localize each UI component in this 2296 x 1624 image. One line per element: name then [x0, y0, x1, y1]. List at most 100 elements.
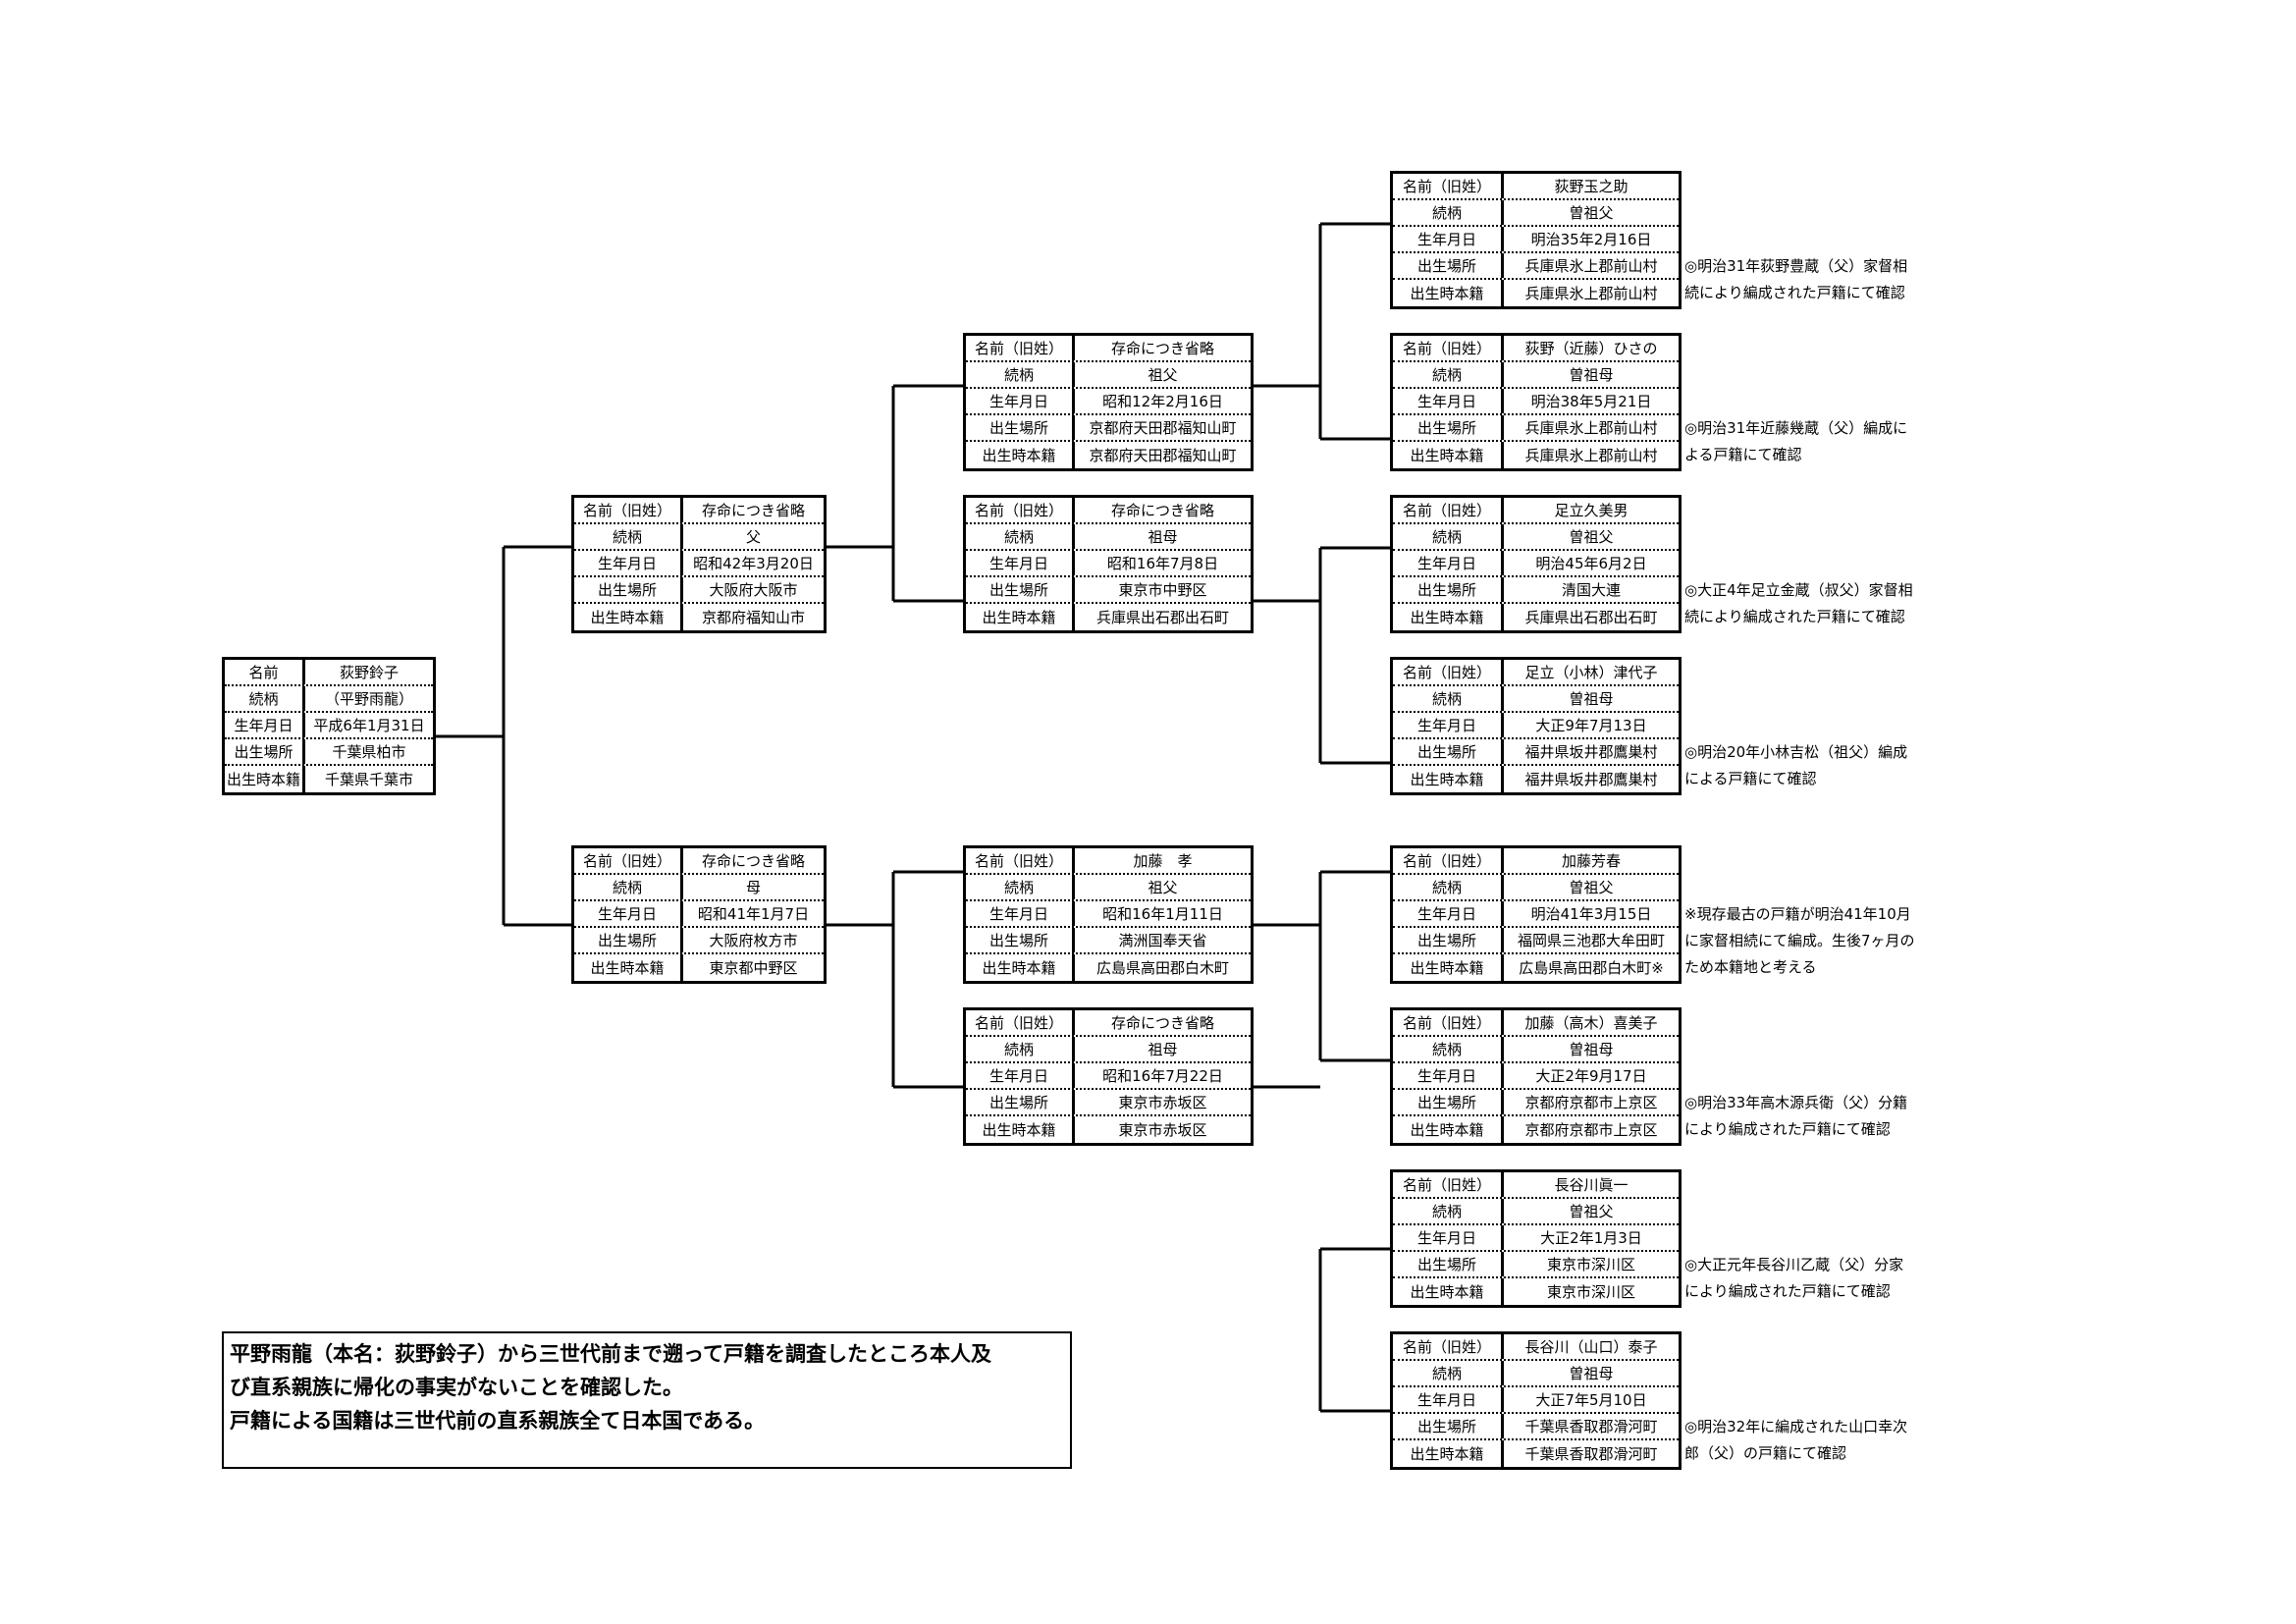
field-value: 明治35年2月16日 — [1530, 231, 1652, 248]
card-row: 出生場所福井県坂井郡鷹巣村 — [1393, 739, 1679, 766]
card-row: 出生場所兵庫県氷上郡前山村 — [1393, 253, 1679, 280]
field-value: 長谷川眞一 — [1554, 1176, 1629, 1194]
field-label: 出生場所 — [1393, 739, 1504, 764]
field-label: 生年月日 — [1393, 1063, 1504, 1088]
field-value: 存命につき省略 — [1110, 340, 1214, 357]
card-row: 生年月日大正7年5月10日 — [1393, 1387, 1679, 1414]
field-label: 出生場所 — [966, 577, 1075, 602]
field-label: 出生時本籍 — [1393, 954, 1504, 981]
field-value: 存命につき省略 — [1110, 1014, 1214, 1032]
field-label: 続柄 — [1393, 686, 1504, 711]
field-label: 続柄 — [574, 524, 683, 549]
card-row: 出生場所兵庫県氷上郡前山村 — [1393, 415, 1679, 442]
note-line: ※現存最古の戸籍が明治41年10月 — [1684, 905, 1911, 923]
field-label: 続柄 — [225, 686, 305, 711]
card-row: 出生時本籍東京都中野区 — [574, 954, 824, 981]
note-line: による戸籍にて確認 — [1684, 770, 1817, 787]
card-row: 続柄曽祖母 — [1393, 686, 1679, 713]
field-value: 大正2年1月3日 — [1540, 1229, 1642, 1247]
person-card-maternal-grandfather: 名前（旧姓）加藤 孝続柄祖父生年月日昭和16年1月11日出生場所満洲国奉天省出生… — [963, 845, 1254, 984]
card-row: 名前（旧姓）存命につき省略 — [966, 1010, 1251, 1037]
field-value: 兵庫県出石郡出石町 — [1524, 609, 1658, 626]
field-label: 出生時本籍 — [966, 604, 1075, 630]
card-row: 名前（旧姓）加藤 孝 — [966, 848, 1251, 875]
field-value: 兵庫県氷上郡前山村 — [1524, 447, 1658, 464]
field-label: 続柄 — [966, 875, 1075, 899]
field-value: 加藤 孝 — [1133, 852, 1193, 870]
card-row: 生年月日明治41年3月15日 — [1393, 901, 1679, 928]
card-row: 出生場所福岡県三池郡大牟田町 — [1393, 928, 1679, 954]
card-row: 続柄 （平野雨龍） — [225, 686, 433, 713]
field-label: 名前（旧姓） — [966, 498, 1075, 522]
field-label: 続柄 — [1393, 1199, 1504, 1223]
card-row: 名前（旧姓） 存命につき省略 — [966, 336, 1251, 362]
note-line: に家督相続にて編成。生後7ヶ月の — [1684, 932, 1915, 949]
person-card-ggm-4: 名前（旧姓）長谷川（山口）泰子続柄曽祖母生年月日大正7年5月10日出生場所千葉県… — [1390, 1331, 1682, 1470]
field-value: 曽祖父 — [1569, 204, 1614, 222]
card-row: 続柄曽祖父 — [1393, 875, 1679, 901]
summary-line-3: 戸籍による国籍は三世代前の直系親族全て日本国である。 — [230, 1409, 766, 1433]
field-label: 出生時本籍 — [1393, 604, 1504, 630]
connector-mgm — [1254, 1085, 1390, 1413]
field-label: 続柄 — [966, 362, 1075, 387]
field-value: 兵庫県氷上郡前山村 — [1524, 257, 1658, 275]
card-row: 出生場所大阪府大阪市 — [574, 577, 824, 604]
card-row: 名前（旧姓）加藤（高木）喜美子 — [1393, 1010, 1679, 1037]
card-row: 名前（旧姓）存命につき省略 — [574, 848, 824, 875]
field-label: 生年月日 — [1393, 551, 1504, 575]
summary-box: 平野雨龍（本名：荻野鈴子）から三世代前まで遡って戸籍を調査したところ本人及 び直… — [222, 1331, 1072, 1469]
field-value: 祖父 — [1148, 879, 1178, 896]
card-row: 生年月日大正2年1月3日 — [1393, 1225, 1679, 1252]
field-label: 出生場所 — [966, 928, 1075, 952]
field-value: 東京市中野区 — [1118, 581, 1207, 599]
field-label: 出生場所 — [1393, 1252, 1504, 1276]
note-line: ◎明治31年荻野豊蔵（父）家督相 — [1684, 257, 1908, 275]
field-value: 存命につき省略 — [701, 852, 805, 870]
card-row: 出生時本籍東京市深川区 — [1393, 1278, 1679, 1305]
field-label: 出生時本籍 — [1393, 1440, 1504, 1467]
field-value: 千葉県柏市 — [332, 743, 406, 761]
field-value: 昭和16年1月11日 — [1102, 905, 1223, 923]
card-row: 生年月日昭和41年1月7日 — [574, 901, 824, 928]
field-value: 千葉県千葉市 — [324, 771, 413, 788]
field-label: 続柄 — [1393, 1361, 1504, 1385]
field-label: 生年月日 — [966, 901, 1075, 926]
research-note: ◎明治31年荻野豊蔵（父）家督相続により編成された戸籍にて確認 — [1684, 253, 1907, 306]
field-value: 兵庫県出石郡出石町 — [1095, 609, 1229, 626]
connector-pgm — [1254, 546, 1390, 765]
field-value: 兵庫県氷上郡前山村 — [1524, 285, 1658, 302]
field-value: 東京市赤坂区 — [1118, 1094, 1207, 1111]
card-row: 続柄 祖父 — [966, 875, 1251, 901]
card-row: 続柄祖母 — [966, 1037, 1251, 1063]
card-row: 出生時本籍千葉県香取郡滑河町 — [1393, 1440, 1679, 1467]
note-line: 続により編成された戸籍にて確認 — [1684, 284, 1905, 301]
field-value: 東京市深川区 — [1546, 1283, 1635, 1301]
card-row: 名前（旧姓）足立久美男 — [1393, 498, 1679, 524]
card-row: 出生場所京都府京都市上京区 — [1393, 1090, 1679, 1116]
field-label: 生年月日 — [966, 1063, 1075, 1088]
field-label: 名前（旧姓） — [1393, 498, 1504, 522]
field-label: 出生時本籍 — [966, 1116, 1075, 1143]
field-label: 生年月日 — [966, 551, 1075, 575]
person-card-mother: 名前（旧姓）存命につき省略続柄母生年月日昭和41年1月7日出生場所大阪府枚方市出… — [571, 845, 827, 984]
person-card-ggm-3: 名前（旧姓）加藤（高木）喜美子続柄曽祖母生年月日大正2年9月17日出生場所京都府… — [1390, 1007, 1682, 1146]
field-label: 続柄 — [1393, 200, 1504, 225]
field-value: 京都府天田郡福知山町 — [1089, 419, 1237, 437]
field-value: 曽祖父 — [1569, 528, 1614, 546]
card-row: 出生時本籍兵庫県氷上郡前山村 — [1393, 442, 1679, 468]
card-row: 続柄母 — [574, 875, 824, 901]
field-label: 名前（旧姓） — [1393, 1010, 1504, 1035]
card-row: 続柄父 — [574, 524, 824, 551]
field-label: 出生時本籍 — [574, 954, 683, 981]
field-value: 大正7年5月10日 — [1535, 1391, 1647, 1409]
field-label: 名前（旧姓） — [966, 336, 1075, 360]
card-row: 名前（旧姓）荻野玉之助 — [1393, 174, 1679, 200]
card-row: 続柄曽祖母 — [1393, 1037, 1679, 1063]
field-label: 生年月日 — [966, 389, 1075, 413]
field-value: 千葉県香取郡滑河町 — [1524, 1418, 1658, 1435]
field-value: （平野雨龍） — [324, 690, 413, 708]
card-row: 生年月日平成6年1月31日 — [225, 713, 433, 739]
field-label: 出生場所 — [966, 1090, 1075, 1114]
field-value: 大阪府枚方市 — [709, 932, 798, 949]
